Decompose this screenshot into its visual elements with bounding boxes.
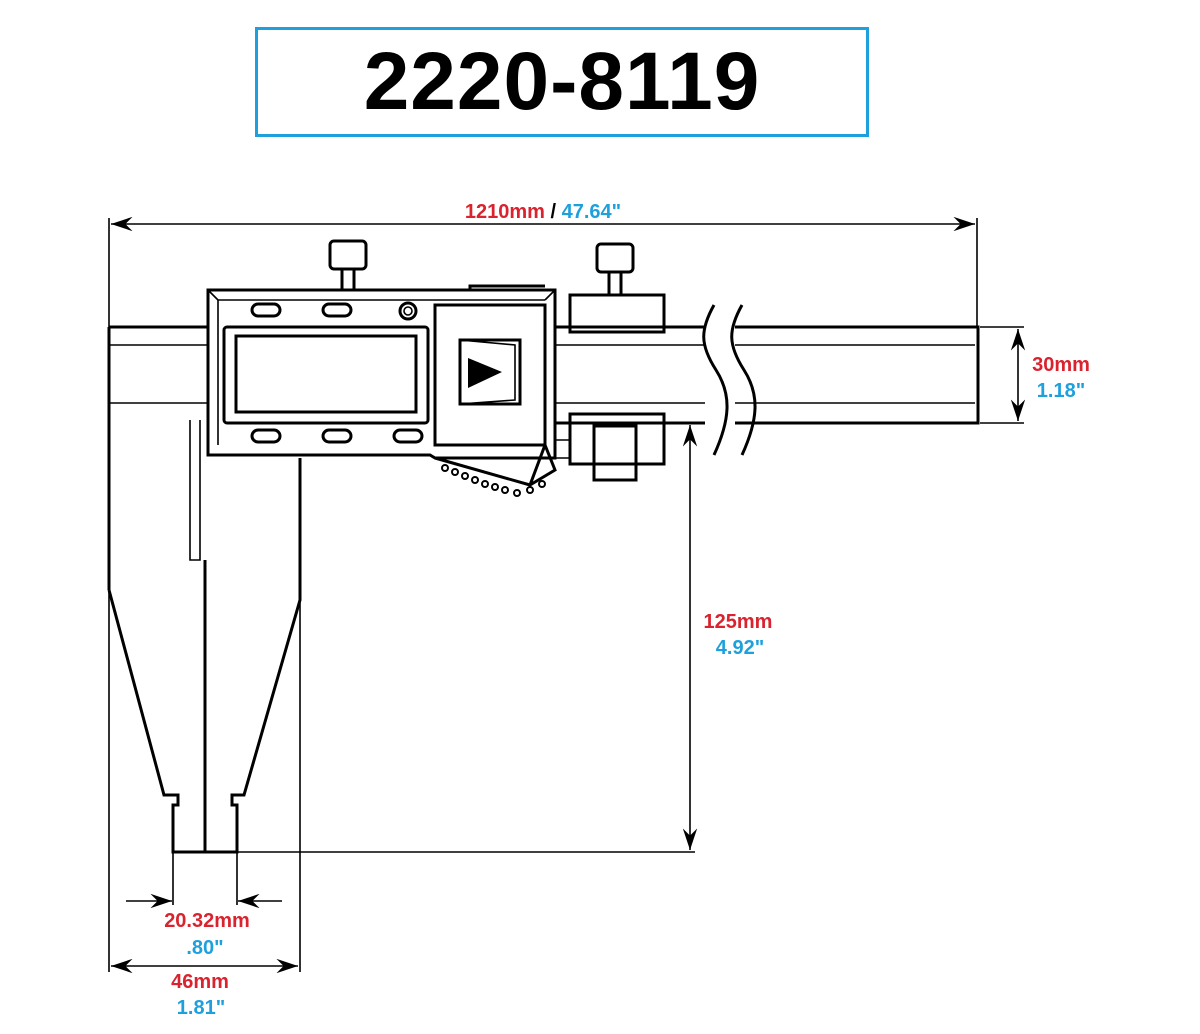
fine-adjust-clamp — [555, 412, 666, 482]
jaw-width-inch: 1.81" — [177, 997, 225, 1019]
beam-height-dimension: 30mm 1.18" — [980, 326, 1090, 424]
jaw-depth-mm: 125mm — [704, 611, 773, 633]
jaw-tip-width-dimension: 20.32mm .80" — [126, 852, 282, 959]
locking-knob-left — [328, 239, 368, 290]
beam — [107, 304, 980, 590]
jaw-depth-dimension: 125mm 4.92" — [682, 425, 773, 850]
jaw-tip-width-mm: 20.32mm — [164, 910, 250, 932]
jaw-depth-inch: 4.92" — [716, 637, 764, 659]
jaw-width-mm: 46mm — [171, 971, 229, 993]
locking-knob-right — [568, 242, 666, 334]
beam-height-mm: 30mm — [1032, 354, 1090, 376]
model-number: 2220-8119 — [363, 36, 761, 127]
jaws — [107, 420, 695, 854]
jaw-width-dimension: 46mm 1.81" — [108, 590, 301, 1019]
svg-text:1210mm / 47.64": 1210mm / 47.64" — [465, 201, 621, 223]
model-number-box: 2220-8119 — [255, 27, 869, 137]
beam-height-inch: 1.18" — [1037, 380, 1085, 402]
overall-length-mm: 1210mm — [465, 201, 545, 223]
overall-length-inch: 47.64" — [562, 201, 622, 223]
jaw-tip-width-inch: .80" — [186, 937, 223, 959]
overall-length-dimension: 1210mm / 47.64" — [108, 201, 978, 330]
vernier-body — [206, 284, 557, 497]
play-triangle-icon — [468, 358, 502, 388]
separator: / — [550, 201, 561, 223]
